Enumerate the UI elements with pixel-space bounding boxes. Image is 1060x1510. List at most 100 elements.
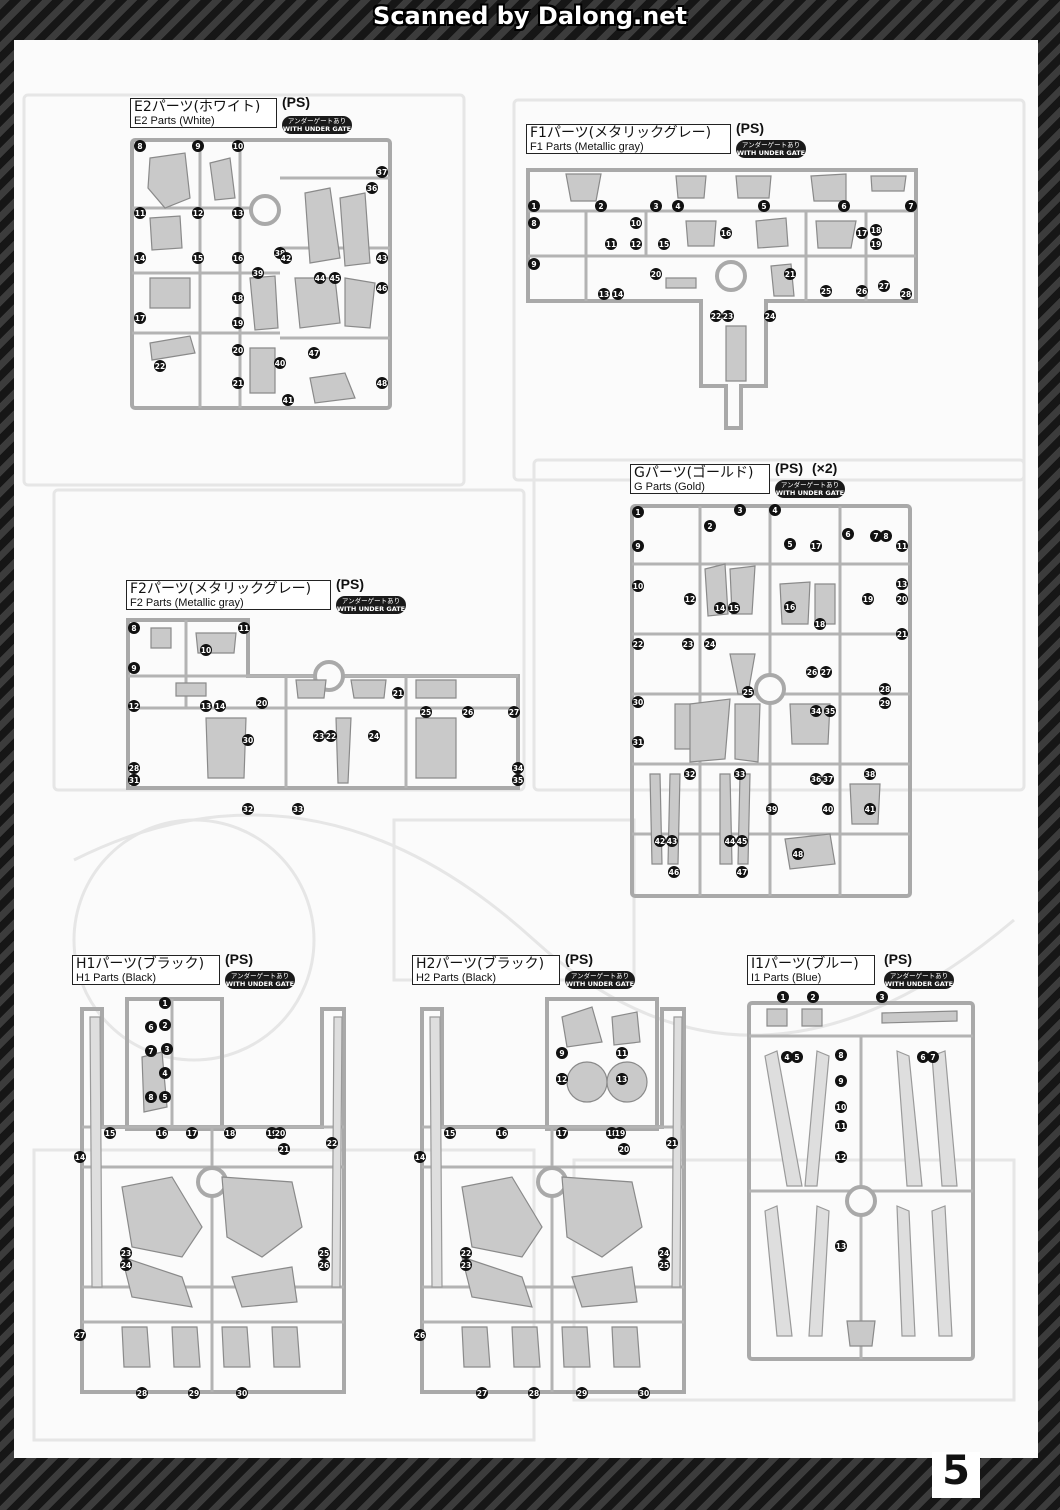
plastic-type-label: (PS): [336, 576, 364, 592]
svg-text:45: 45: [737, 837, 747, 846]
part-number-25: 25: [820, 285, 832, 297]
part-number-6: 6: [842, 528, 854, 540]
part-number-9: 9: [835, 1075, 847, 1087]
svg-text:8: 8: [531, 219, 536, 228]
part-number-32: 32: [684, 768, 696, 780]
svg-text:7: 7: [908, 202, 913, 211]
svg-text:15: 15: [445, 1129, 455, 1138]
svg-text:23: 23: [314, 732, 324, 741]
svg-text:30: 30: [243, 736, 253, 745]
gate-badge-en: WITH UNDER GATE: [775, 489, 845, 497]
part-number-14: 14: [414, 1151, 426, 1163]
part-number-19: 19: [870, 238, 882, 250]
part-number-28: 28: [528, 1387, 540, 1399]
svg-text:15: 15: [105, 1129, 115, 1138]
svg-text:16: 16: [157, 1129, 167, 1138]
part-number-10: 10: [200, 644, 212, 656]
part-number-11: 11: [616, 1047, 628, 1059]
svg-text:32: 32: [243, 805, 253, 814]
section-e2-parts: E2パーツ(ホワイト) E2 Parts (White) (PS) アンダーゲー…: [130, 94, 392, 418]
part-number-14: 14: [612, 288, 624, 300]
part-number-11: 11: [835, 1120, 847, 1132]
part-number-12: 12: [684, 593, 696, 605]
part-number-20: 20: [618, 1143, 630, 1155]
part-number-6: 6: [917, 1051, 929, 1063]
svg-text:15: 15: [193, 254, 203, 263]
svg-text:43: 43: [377, 254, 387, 263]
svg-text:21: 21: [233, 379, 243, 388]
part-number-9: 9: [632, 540, 644, 552]
part-number-25: 25: [658, 1259, 670, 1271]
part-number-21: 21: [666, 1137, 678, 1149]
section-title-box: H1パーツ(ブラック) H1 Parts (Black): [72, 955, 220, 985]
under-gate-badge: アンダーゲートあり WITH UNDER GATE: [225, 971, 295, 989]
part-number-26: 26: [856, 285, 868, 297]
part-number-23: 23: [313, 730, 325, 742]
section-f2-parts: F2パーツ(メタリックグレー) F2 Parts (Metallic gray)…: [126, 576, 536, 840]
svg-text:11: 11: [239, 624, 249, 633]
svg-text:1: 1: [531, 202, 536, 211]
part-number-27: 27: [820, 666, 832, 678]
svg-text:35: 35: [513, 776, 523, 785]
svg-text:38: 38: [865, 770, 875, 779]
part-number-22: 22: [710, 310, 722, 322]
svg-text:12: 12: [836, 1153, 846, 1162]
part-number-47: 47: [736, 866, 748, 878]
part-number-23: 23: [722, 310, 734, 322]
svg-text:22: 22: [461, 1249, 471, 1258]
svg-text:4: 4: [675, 202, 680, 211]
part-number-26: 26: [318, 1259, 330, 1271]
part-number-17: 17: [186, 1127, 198, 1139]
svg-text:32: 32: [685, 770, 695, 779]
part-number-36: 36: [810, 773, 822, 785]
svg-text:27: 27: [509, 708, 519, 717]
svg-text:18: 18: [607, 1129, 617, 1138]
part-number-41: 41: [864, 803, 876, 815]
part-number-7: 7: [870, 530, 882, 542]
svg-text:5: 5: [162, 1093, 167, 1102]
part-number-13: 13: [896, 578, 908, 590]
svg-text:11: 11: [897, 542, 907, 551]
svg-text:20: 20: [651, 270, 661, 279]
svg-text:36: 36: [811, 775, 821, 784]
svg-text:10: 10: [836, 1103, 846, 1112]
svg-text:5: 5: [794, 1053, 799, 1062]
svg-text:10: 10: [201, 646, 211, 655]
svg-text:27: 27: [477, 1389, 487, 1398]
svg-text:13: 13: [201, 702, 211, 711]
part-number-28: 28: [900, 288, 912, 300]
svg-text:21: 21: [785, 270, 795, 279]
svg-text:36: 36: [367, 184, 377, 193]
part-number-5: 5: [791, 1051, 803, 1063]
part-number-25: 25: [420, 706, 432, 718]
svg-text:24: 24: [765, 312, 775, 321]
section-g-parts: Gパーツ(ゴールド) G Parts (Gold) (PS) (×2) アンダー…: [630, 460, 930, 944]
part-number-1: 1: [528, 200, 540, 212]
part-number-3: 3: [650, 200, 662, 212]
svg-text:17: 17: [135, 314, 145, 323]
svg-text:2: 2: [707, 522, 712, 531]
svg-text:28: 28: [529, 1389, 539, 1398]
part-number-13: 13: [598, 288, 610, 300]
svg-text:20: 20: [619, 1145, 629, 1154]
section-title-ja: Gパーツ(ゴールド): [634, 465, 754, 481]
part-number-23: 23: [120, 1247, 132, 1259]
part-number-44: 44: [314, 272, 326, 284]
part-number-17: 17: [556, 1127, 568, 1139]
part-number-22: 22: [326, 1137, 338, 1149]
svg-text:21: 21: [667, 1139, 677, 1148]
section-f1-parts: F1パーツ(メタリックグレー) F1 Parts (Metallic gray)…: [526, 120, 926, 444]
part-number-27: 27: [508, 706, 520, 718]
part-number-18: 18: [224, 1127, 236, 1139]
svg-text:1: 1: [162, 999, 167, 1008]
part-number-45: 45: [736, 835, 748, 847]
svg-text:9: 9: [131, 664, 136, 673]
part-number-6: 6: [145, 1021, 157, 1033]
section-title-ja: I1パーツ(ブルー): [751, 956, 859, 972]
part-number-32: 32: [242, 803, 254, 815]
svg-text:4: 4: [772, 506, 777, 515]
part-number-31: 31: [128, 774, 140, 786]
svg-text:13: 13: [897, 580, 907, 589]
part-number-29: 29: [576, 1387, 588, 1399]
